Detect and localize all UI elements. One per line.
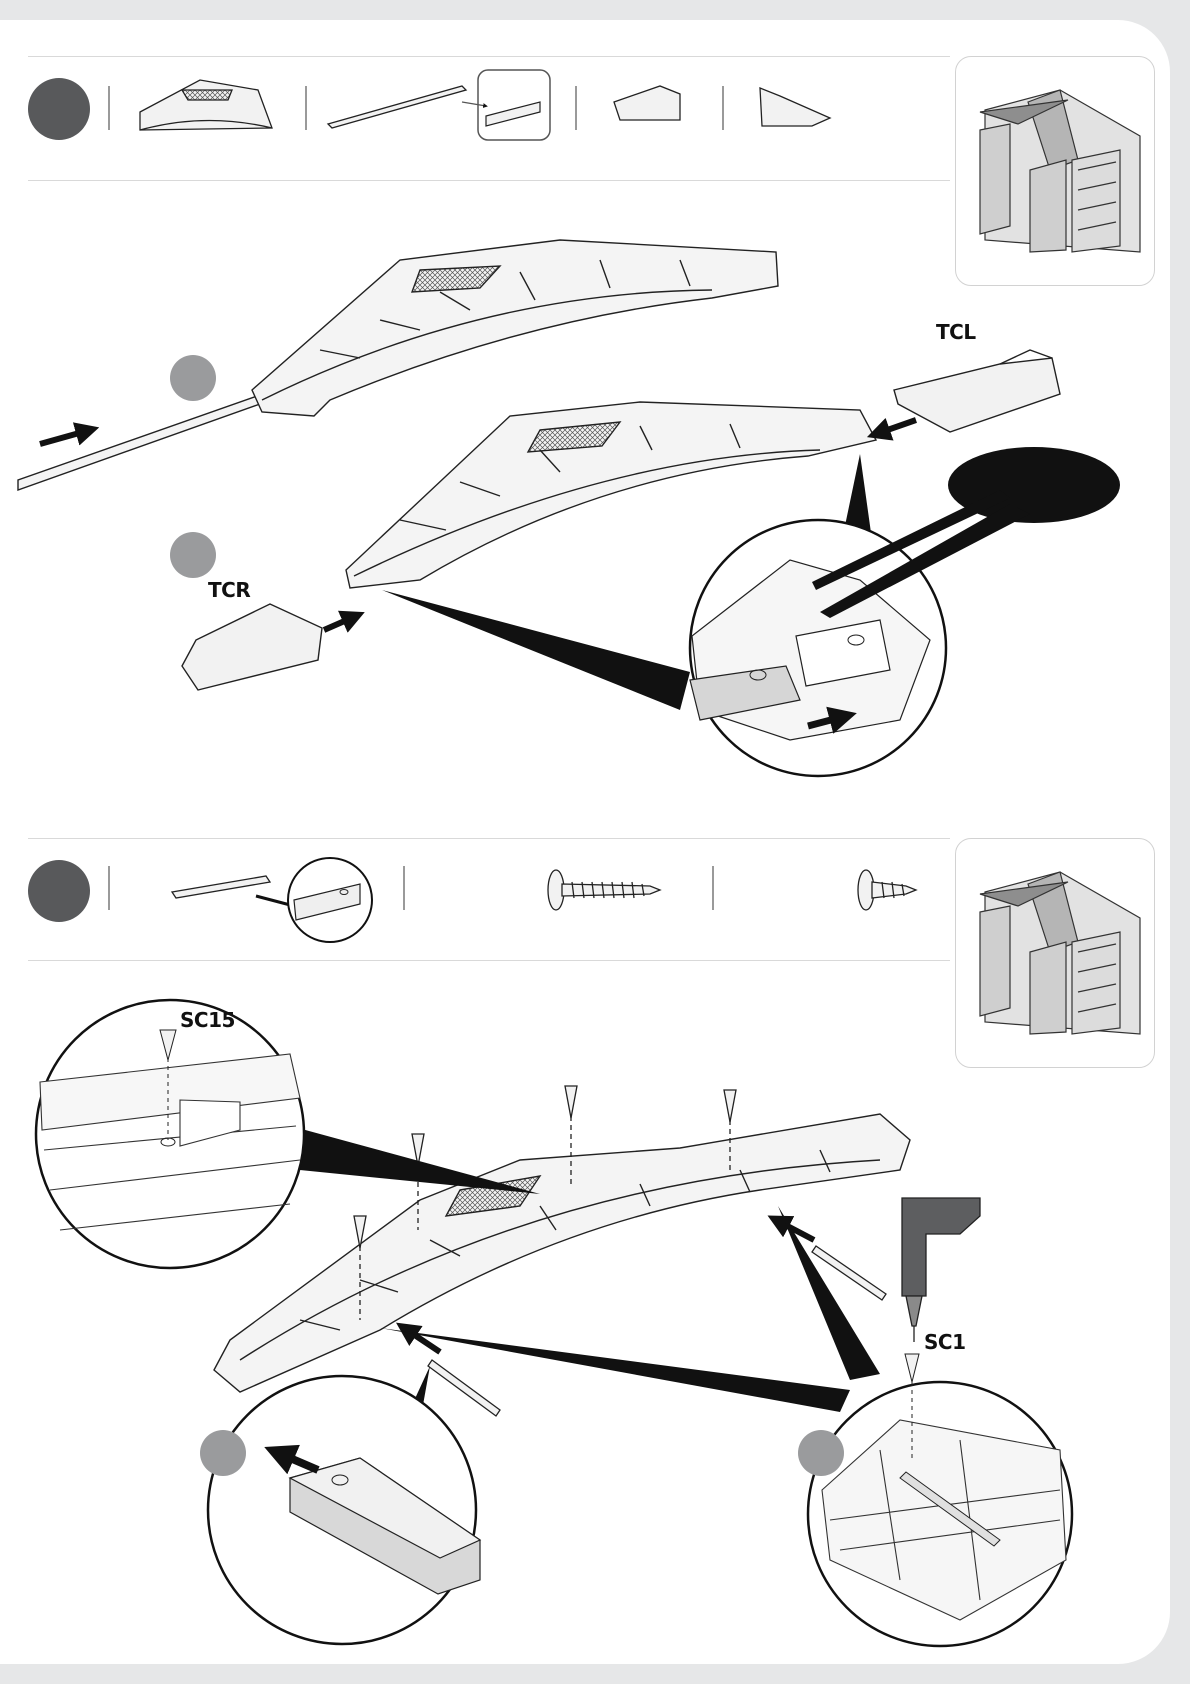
callout-wedge [380,1328,850,1412]
callout-wedge [778,1206,880,1380]
detail-magnifier-circle [690,520,946,776]
sub-step-badge [200,1430,246,1476]
steel-bar-icon [328,86,466,128]
shed-icon [980,872,1140,1034]
short-screw-icon [858,870,916,910]
drill-icon [902,1198,980,1342]
part-label-tcr: TCR [208,578,250,602]
detail-magnifier-circle [808,1354,1072,1646]
sub-step-badge [798,1430,844,1476]
shed-icon [980,90,1140,252]
screw-label-sc1: SC1 [924,1330,966,1354]
sub-step-badge [170,355,216,401]
detail-magnifier-circle [36,1000,304,1268]
tcl-part [876,350,1060,434]
flat-bar-icon [172,876,270,898]
truss-half-icon [140,80,272,130]
long-screw-icon [548,870,660,910]
callout-wedge [382,590,690,710]
detail-magnifier-circle [208,1376,480,1644]
bar-hole-detail-icon [256,858,372,942]
instruction-page: TCL TCR SC15 SC1 [0,20,1170,1664]
screw-label-sc15: SC15 [180,1008,235,1032]
bar-end-detail-icon [462,70,550,140]
tcl-cap-icon [614,86,680,120]
tcr-cap-icon [760,88,830,126]
part-label-tcl: TCL [936,320,976,344]
tcr-part [182,604,356,690]
sub-step-badge [170,532,216,578]
assembly-illustration [0,20,1170,1664]
